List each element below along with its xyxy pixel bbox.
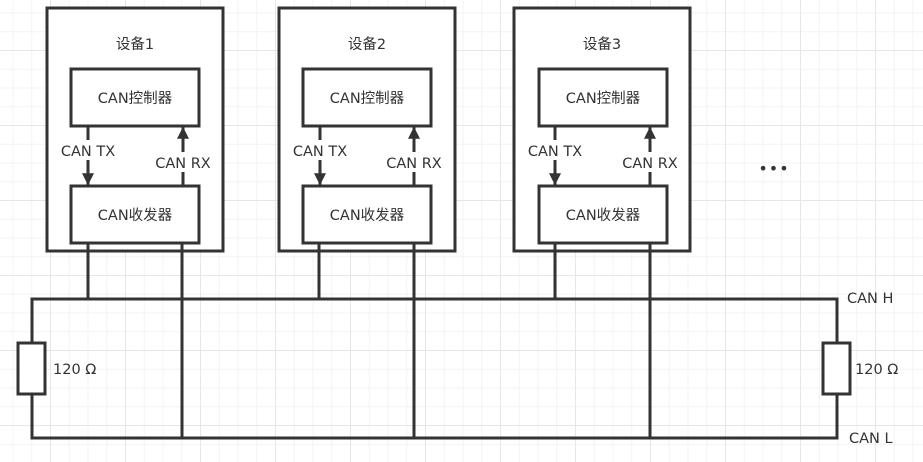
device-3-tx-label: CAN TX: [528, 144, 582, 160]
can-l-label: CAN L: [849, 431, 893, 447]
can-h-label: CAN H: [847, 291, 893, 307]
device-2-controller-label: CAN控制器: [330, 90, 405, 107]
device-3-controller-box: [537, 67, 669, 128]
right-terminator-resistor: [821, 341, 852, 396]
device-1-controller-label: CAN控制器: [98, 90, 173, 107]
device-1-transceiver-label: CAN收发器: [98, 207, 173, 224]
device-2-controller-box: [301, 67, 433, 128]
device-2-transceiver-label: CAN收发器: [330, 207, 405, 224]
device-3-transceiver-box: [537, 184, 669, 245]
device-1-controller-box: [69, 67, 201, 128]
left-terminator-resistor: [16, 341, 47, 396]
device-1-title: 设备1: [116, 36, 154, 53]
device-1-transceiver-box: [69, 184, 201, 245]
bus-wiring: [30, 297, 839, 440]
device-2: 设备2 CAN控制器 CAN收发器 CAN TX CAN RX: [277, 6, 457, 440]
device-2-title: 设备2: [348, 36, 386, 53]
device-3: 设备3 CAN控制器 CAN收发器 CAN TX CAN RX: [512, 6, 692, 440]
left-terminator-label: 120 Ω: [53, 362, 96, 378]
device-2-rx-label: CAN RX: [386, 156, 442, 172]
device-1-rx-label: CAN RX: [155, 156, 211, 172]
more-devices-ellipsis: •••: [758, 159, 789, 178]
device-1: 设备1 CAN控制器 CAN收发器 CAN TX CAN RX: [45, 6, 225, 440]
device-1-tx-label: CAN TX: [61, 144, 115, 160]
device-2-tx-label: CAN TX: [293, 144, 347, 160]
right-terminator-label: 120 Ω: [855, 362, 898, 378]
device-3-controller-label: CAN控制器: [566, 90, 641, 107]
device-3-title: 设备3: [583, 36, 621, 53]
device-2-transceiver-box: [301, 184, 433, 245]
device-3-rx-label: CAN RX: [622, 156, 678, 172]
device-3-transceiver-label: CAN收发器: [566, 207, 641, 224]
